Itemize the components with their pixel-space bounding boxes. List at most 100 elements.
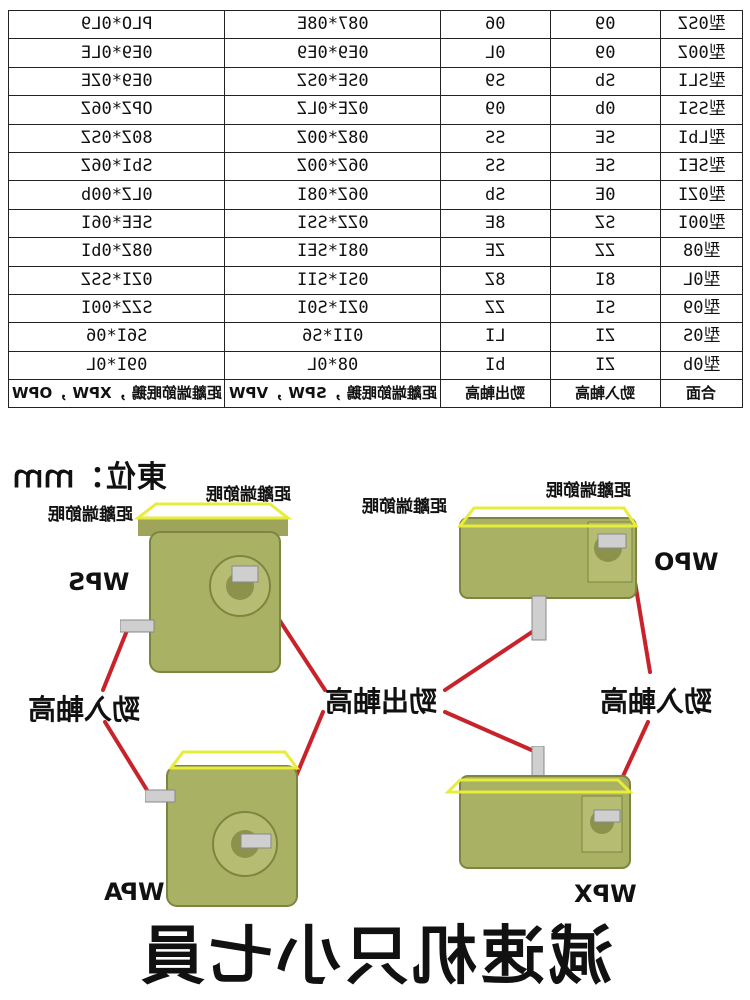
table-cell: 型LbI bbox=[660, 123, 743, 153]
table-cell-text: 型0ZI bbox=[677, 184, 726, 205]
table-cell: 0E9*0LE bbox=[8, 38, 225, 68]
table-cell-text: S9 bbox=[485, 70, 506, 91]
table-cell-text: S6I*06 bbox=[85, 326, 148, 347]
table-cell: 09 bbox=[550, 9, 661, 40]
table-header-text: 勁入軸高 bbox=[575, 384, 636, 403]
table-cell-text: 08Z*0bI bbox=[80, 241, 153, 262]
table-cell: OPZ*06Z bbox=[8, 95, 225, 125]
table-cell: 0E9*0ZE bbox=[8, 66, 225, 97]
table-cell-text: ZZ bbox=[485, 298, 506, 319]
table-cell: 0L bbox=[440, 38, 551, 68]
table-cell-text: SZ bbox=[595, 212, 616, 233]
table-cell: ZI bbox=[550, 322, 661, 352]
table-cell-text: 型00I bbox=[677, 212, 726, 233]
table-cell: ZZ bbox=[550, 237, 661, 267]
table-cell: Sb bbox=[550, 66, 661, 97]
output-shaft-center-text: 勁出軸高 bbox=[325, 685, 438, 718]
table-cell: 型00Z bbox=[660, 38, 743, 68]
table-cell-text: 0ZI*SSZ bbox=[80, 269, 153, 290]
input-shaft-left-label: 勁入軸高 bbox=[28, 688, 140, 728]
table-cell-text: 0L bbox=[485, 42, 506, 63]
table-cell-text: 0ZZ*SSI bbox=[296, 212, 369, 233]
table-row: 0E9*0LE 0E9*0E9 0L 09 型00Z bbox=[8, 38, 743, 68]
wpa-model-text: WPA bbox=[104, 878, 165, 906]
table-cell: 80Z*0SZ bbox=[8, 123, 225, 153]
table-cell-text: Sb bbox=[595, 70, 616, 91]
wpa-model-label: WPA bbox=[104, 878, 164, 906]
table-cell-text: LI bbox=[485, 326, 506, 347]
table-cell-text: OPZ*06Z bbox=[80, 99, 153, 120]
table-cell: 0b bbox=[550, 95, 661, 125]
center-base-label: 距離端節眠 bbox=[206, 480, 291, 505]
table-cell: 06Z*00Z bbox=[224, 151, 441, 182]
table-cell-text: 0E9*0ZE bbox=[80, 70, 153, 91]
table-cell: 型SSI bbox=[660, 95, 743, 125]
table-cell: 型0L bbox=[660, 265, 743, 295]
table-cell-text: SS bbox=[485, 127, 506, 148]
table-cell: 0II*S6 bbox=[224, 322, 441, 352]
table-cell: PLO*0L9 bbox=[8, 9, 225, 40]
table-cell-text: 型08 bbox=[682, 241, 721, 262]
table-cell-text: 型09 bbox=[682, 298, 721, 319]
table-cell: SEE*06I bbox=[8, 208, 225, 239]
table-cell-text: 0LZ*00b bbox=[80, 184, 153, 205]
output-shaft-center-label: 勁出軸高 bbox=[325, 680, 437, 720]
wps-model-text: WPS bbox=[68, 568, 130, 596]
table-cell-text: 型00Z bbox=[677, 42, 726, 63]
table-cell: 0ZI*SSZ bbox=[8, 265, 225, 295]
table-cell: 08Z*0bI bbox=[8, 237, 225, 267]
table-cell-text: 80Z*0SZ bbox=[80, 127, 153, 148]
wpo-model-label: WPO bbox=[654, 548, 718, 576]
table-cell: 06Z*08I bbox=[224, 180, 441, 210]
table-cell-text: 09 bbox=[595, 42, 616, 63]
title-text: 減速机只小七員 bbox=[137, 919, 613, 994]
wire-left-wpa bbox=[103, 720, 152, 797]
table-cell: SE bbox=[550, 151, 661, 182]
table-cell-text: 0SE*0SZ bbox=[296, 70, 369, 91]
table-cell-text: 8Z bbox=[485, 269, 506, 290]
table-cell-text: 0ZE*0LZ bbox=[296, 99, 369, 120]
table-cell-text: 8I bbox=[595, 269, 616, 290]
table-cell-text: SS bbox=[485, 156, 506, 177]
table-cell: 型0S bbox=[660, 322, 743, 352]
table-cell-text: SE bbox=[595, 127, 616, 148]
table-cell: 08I*SEI bbox=[224, 237, 441, 267]
table-cell: 0SE*0SZ bbox=[224, 66, 441, 97]
table-cell-text: 09 bbox=[595, 14, 616, 35]
table-header-cell: 勁出軸高 bbox=[440, 379, 551, 409]
table-cell: SZ bbox=[550, 208, 661, 239]
table-cell: 09 bbox=[440, 95, 551, 125]
table-cell-text: 型SEI bbox=[677, 156, 726, 177]
table-cell: S9 bbox=[440, 66, 551, 97]
unit-label-text: 東位：ｍｍ bbox=[12, 460, 167, 495]
table-cell-text: 0b bbox=[595, 99, 616, 120]
table-cell: ZZ bbox=[440, 293, 551, 324]
table-cell: SE bbox=[550, 123, 661, 153]
table-cell: 09 bbox=[550, 38, 661, 68]
table-cell-text: 09 bbox=[485, 99, 506, 120]
table-cell: 06 bbox=[440, 9, 551, 40]
table-cell-text: 087*08E bbox=[296, 14, 369, 35]
input-shaft-left-text: 勁入軸高 bbox=[28, 693, 141, 726]
table-cell-text: 06 bbox=[485, 14, 506, 35]
table-cell: SS bbox=[440, 151, 551, 182]
table-header-cell: 距離端節眠鵝 ，SPW ，VPW bbox=[224, 379, 441, 409]
table-cell: 0ZI*S0I bbox=[224, 293, 441, 324]
table-cell: 0E9*0E9 bbox=[224, 38, 441, 68]
table-cell-text: 0E9*0LE bbox=[80, 42, 153, 63]
table-cell: S6I*06 bbox=[8, 322, 225, 352]
table-cell-text: 0ZI*S0I bbox=[296, 298, 369, 319]
gearbox-wpa-image bbox=[145, 750, 300, 907]
input-shaft-right-label: 勁入軸高 bbox=[600, 680, 712, 720]
wps-base-label: 距離端節眠 bbox=[48, 500, 133, 525]
table-header-cell: 距離端節眠鵝 ，XPW ，OPW bbox=[8, 379, 225, 409]
table-cell: 8Z bbox=[440, 265, 551, 295]
